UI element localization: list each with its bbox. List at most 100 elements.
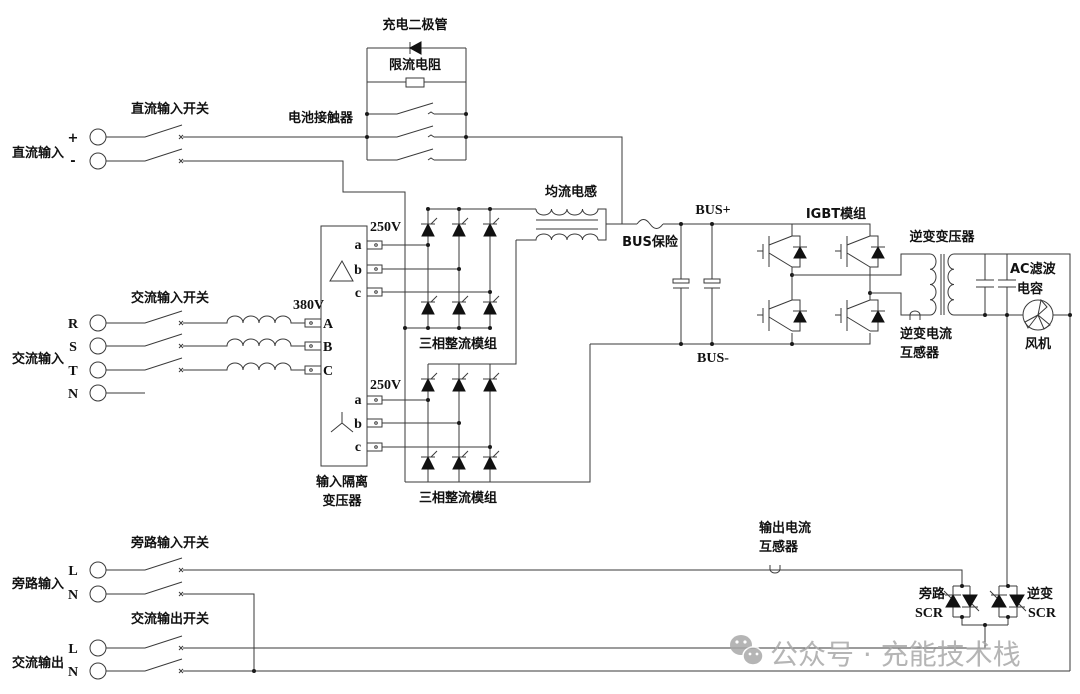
ac-filter-capacitor-label-line2: 电容 [1017, 281, 1043, 297]
ac-output-label: 交流输出 [12, 655, 64, 671]
ac-input-label: 交流输入 [12, 351, 64, 367]
wye-icon [330, 412, 354, 433]
input-isolation-transformer: 380V A B C 250V a b c 250V a b c 输入隔离 变压… [293, 220, 401, 509]
output-ct-label-line2: 互感器 [759, 539, 799, 555]
output-ct-label-line1: 输出电流 [759, 520, 811, 536]
terminal-icon [89, 337, 107, 355]
thyristor-icon [989, 590, 1027, 612]
thyristor-icon [421, 372, 500, 470]
inverter-scr-label-line2: SCR [1028, 606, 1057, 621]
inductor-coil-icon [516, 233, 599, 241]
igbt-module-label: IGBT模组 [806, 206, 866, 222]
ac-input-switch [106, 310, 184, 394]
input-transformer-label-line2: 变压器 [322, 493, 362, 509]
dc-negative-wire [183, 160, 406, 482]
ac-input-section: 交流输入 交流输入开关 R S T N [12, 290, 305, 402]
dc-bus: BUS保险 BUS+ BUS- [590, 203, 871, 366]
inverter-scr: 逆变 SCR [989, 584, 1057, 625]
inductor-core [536, 219, 598, 230]
dc-input-switch [106, 124, 184, 164]
ac-filter-capacitors: AC滤波 电容 [976, 254, 1072, 317]
fan-label: 风机 [1025, 336, 1051, 352]
terminal-icon [89, 662, 107, 680]
output-ct-icon [769, 565, 781, 574]
inverter-ct-label-line1: 逆变电流 [900, 326, 952, 342]
balancing-inductor-label: 均流电感 [545, 184, 597, 200]
secondary-terminal-b-label: b [354, 263, 362, 278]
igbt-icon [835, 235, 885, 268]
igbt-icon [835, 299, 885, 332]
output-l-wire [183, 625, 986, 649]
thyristor-icon [421, 217, 500, 315]
terminal-icon [89, 361, 107, 379]
dc-input-label: 直流输入 [12, 145, 64, 161]
bypass-n-label: N [68, 588, 78, 603]
output-n-label: N [68, 665, 78, 680]
balancing-inductor: 均流电感 [516, 184, 607, 241]
secondary-terminal-blocks [366, 240, 383, 452]
secondary-terminal-b-label: b [354, 417, 362, 432]
charge-diode-label: 充电二极管 [382, 17, 447, 33]
bus-fuse-label: BUS保险 [622, 234, 679, 250]
inductor-coil-icon [535, 208, 607, 241]
fan-icon [1022, 298, 1054, 331]
secondary-coil-icon [947, 253, 955, 316]
inverter-ct-label-line2: 互感器 [900, 345, 940, 361]
terminal-icon [89, 585, 107, 603]
ac-output-switch [106, 635, 184, 674]
terminal-icon [89, 314, 107, 332]
secondary-terminal-c-label: c [355, 440, 361, 455]
bypass-l-label: L [68, 564, 77, 579]
ac-filter-capacitor-label-line1: AC滤波 [1010, 261, 1057, 277]
ac-output-section: 交流输出 交流输出开关 L N [12, 611, 1070, 680]
igbt-icon [757, 235, 807, 268]
secondary-terminal-c-label: c [355, 286, 361, 301]
inverter-transformer-label: 逆变变压器 [909, 229, 975, 245]
primary-terminal-a-label: A [323, 317, 334, 332]
igbt-module: IGBT模组 [757, 206, 930, 332]
transformer-core [940, 254, 945, 315]
primary-terminal-b-label: B [323, 340, 332, 355]
rectifier-lower-label: 三相整流模组 [419, 490, 497, 506]
phase-s-label: S [69, 340, 77, 355]
secondary-upper-voltage-label: 250V [370, 220, 401, 235]
bypass-n-wire [183, 593, 255, 671]
thyristor-icon [943, 590, 980, 612]
bypass-input-section: 旁路输入 旁路输入开关 L N 输出电流 互感器 [11, 520, 963, 671]
fan: 风机 [1022, 298, 1054, 352]
ac-input-switch-label: 交流输入开关 [131, 290, 209, 306]
neutral-n-label: N [68, 387, 78, 402]
charge-diode-icon [367, 41, 466, 55]
inverter-scr-label-line1: 逆变 [1027, 586, 1053, 602]
igbt-icon [757, 299, 807, 332]
watermark-text: 公众号 · 充能技术栈 [770, 638, 1021, 671]
input-inductor-icon [183, 315, 305, 371]
resistor-icon [367, 77, 466, 88]
secondary-terminal-a-label: a [355, 393, 362, 408]
bypass-input-switch-label: 旁路输入开关 [130, 535, 209, 551]
bypass-scr-label-line1: 旁路 [918, 586, 946, 602]
dc-input-section: 直流输入 + - 直流输入开关 [12, 101, 623, 482]
wechat-icon [730, 635, 764, 666]
primary-terminal-blocks [304, 318, 322, 375]
primary-coil-icon [929, 253, 937, 316]
bypass-scr: 旁路 SCR [915, 584, 1008, 627]
phase-t-label: T [68, 364, 78, 379]
primary-voltage-label: 380V [293, 298, 324, 313]
bus-positive-label: BUS+ [695, 203, 730, 218]
dc-plus-label: + [68, 131, 79, 146]
phase-r-label: R [68, 317, 79, 332]
terminal-icon [89, 384, 107, 402]
secondary-lower-voltage-label: 250V [370, 378, 401, 393]
bypass-input-switch [106, 557, 184, 597]
rectifier-module-upper: 三相整流模组 [382, 207, 536, 352]
output-l-label: L [68, 642, 77, 657]
bus-negative-label: BUS- [697, 351, 729, 366]
ac-output-switch-label: 交流输出开关 [131, 611, 209, 627]
rectifier-upper-label: 三相整流模组 [419, 336, 497, 352]
input-transformer-label-line1: 输入隔离 [316, 474, 368, 490]
primary-terminal-c-label: C [323, 364, 333, 379]
secondary-terminal-a-label: a [355, 238, 362, 253]
capacitor-icon [998, 254, 1016, 315]
